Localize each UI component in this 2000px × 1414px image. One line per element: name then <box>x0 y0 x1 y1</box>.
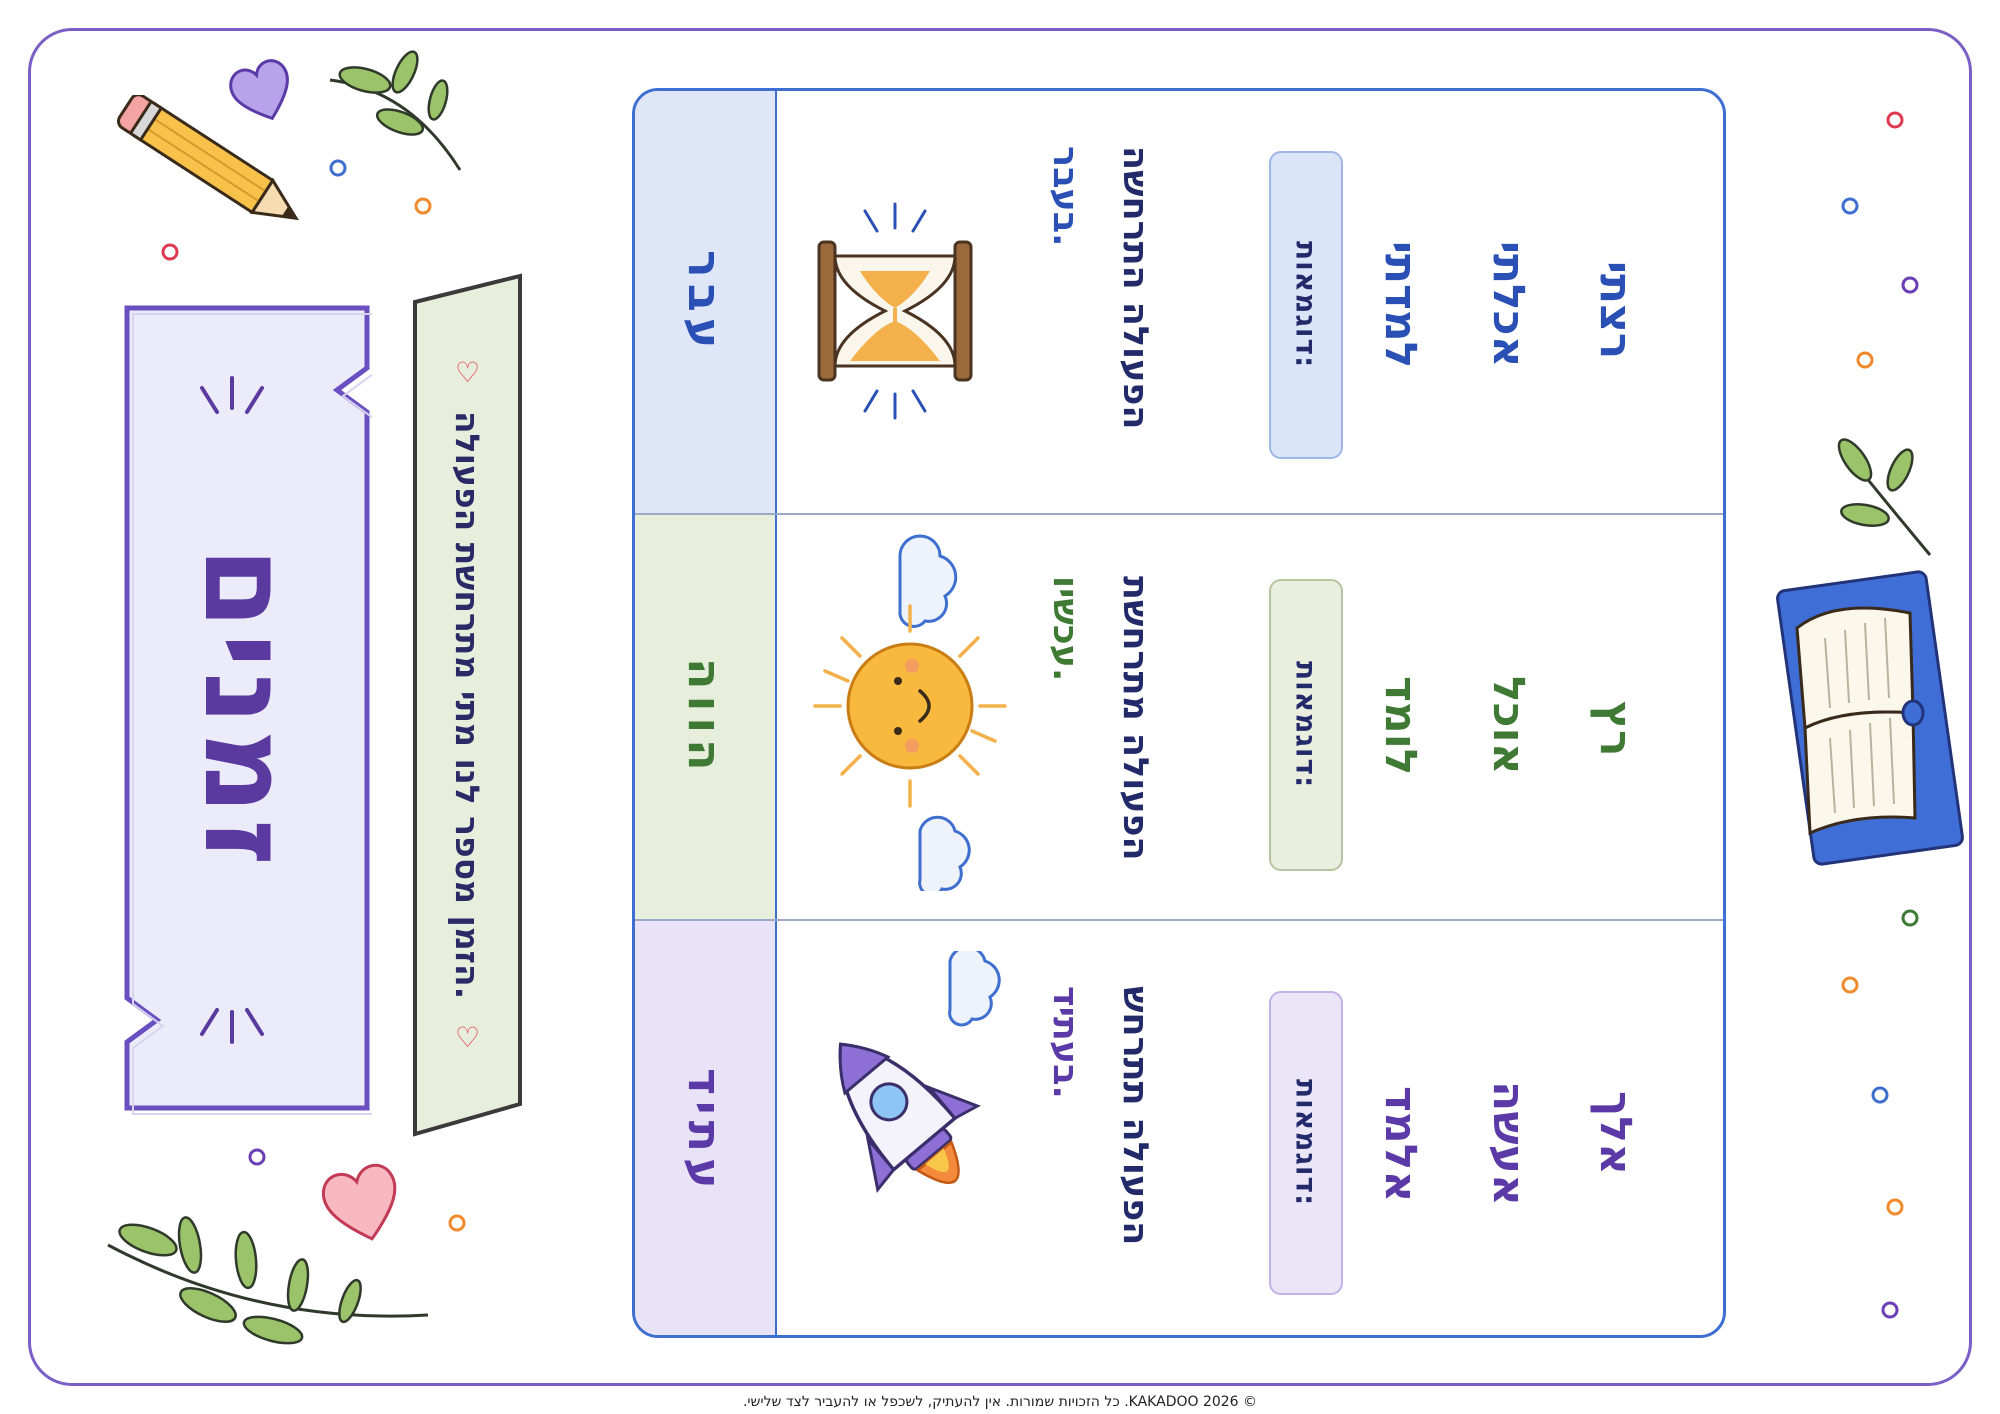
subtitle-banner: ♡ הזמן מספר לנו מתי מתרחשת הפעולה. ♡ <box>410 272 525 1138</box>
example-word-present-3: רץ <box>1590 701 1641 757</box>
leaf-branch-icon <box>107 1216 429 1345</box>
example-word-future-2: אעשה <box>1483 1081 1534 1206</box>
header-past: עבר <box>635 91 775 513</box>
row-divider <box>635 513 1723 515</box>
heart-icon <box>229 59 289 121</box>
example-word-present-1: לומד <box>1375 676 1426 776</box>
page-frame <box>28 28 1972 1386</box>
example-word-past-1: למדתי <box>1375 241 1426 369</box>
header-present: הווה <box>635 515 775 919</box>
cloud-icon <box>948 951 1001 1027</box>
description-present: הפעולה מתרחשת עכשיו. <box>1045 576 1155 861</box>
title-banner: זמנים <box>122 300 372 1118</box>
page-subtitle: הזמן מספר לנו מתי מתרחשת הפעולה. <box>448 410 487 1000</box>
description-past: הפעולה התרחשה בעבר. <box>1045 146 1155 430</box>
copyright-footer: © KAKADOO 2026. כל הזכויות שמורות. אין ל… <box>742 1394 1258 1410</box>
header-future: עתיד <box>635 921 775 1335</box>
example-word-past-2: אכלתי <box>1483 241 1534 368</box>
examples-label-present: דוגמאות: <box>1269 579 1343 871</box>
book-icon <box>1776 570 1964 866</box>
cloud-icon <box>918 815 971 891</box>
hourglass-icon <box>817 202 973 420</box>
rocket-icon <box>838 951 1001 1194</box>
row-divider <box>635 919 1723 921</box>
example-word-past-3: רצתי <box>1590 261 1641 360</box>
examples-label-past: דוגמאות: <box>1269 151 1343 459</box>
tense-name-future: עתיד <box>678 1067 732 1195</box>
smiling-sun-icon <box>813 534 1007 891</box>
page-title: זמנים <box>178 547 316 871</box>
cloud-icon <box>898 534 958 628</box>
tenses-table: עבר הווה עתיד הפעולה התרחשה בעבר. דוגמאו… <box>632 88 1726 1338</box>
examples-label-future: דוגמאות: <box>1269 991 1343 1295</box>
leaf-branch-icon <box>329 50 462 171</box>
tense-name-past: עבר <box>678 249 732 355</box>
heart-icon: ♡ <box>454 1021 481 1055</box>
example-word-present-2: אוכל <box>1483 676 1534 775</box>
heart-icon: ♡ <box>454 355 481 389</box>
tense-name-present: הווה <box>678 657 732 777</box>
example-word-future-1: אלמד <box>1375 1086 1426 1203</box>
heart-icon <box>321 1163 397 1241</box>
pencil-icon <box>116 95 299 221</box>
leaf-branch-icon <box>1837 438 1932 556</box>
description-future: הפעולה תתרחש בעתיד. <box>1045 986 1155 1246</box>
header-divider <box>775 91 777 1335</box>
example-word-future-3: אלך <box>1590 1091 1641 1176</box>
